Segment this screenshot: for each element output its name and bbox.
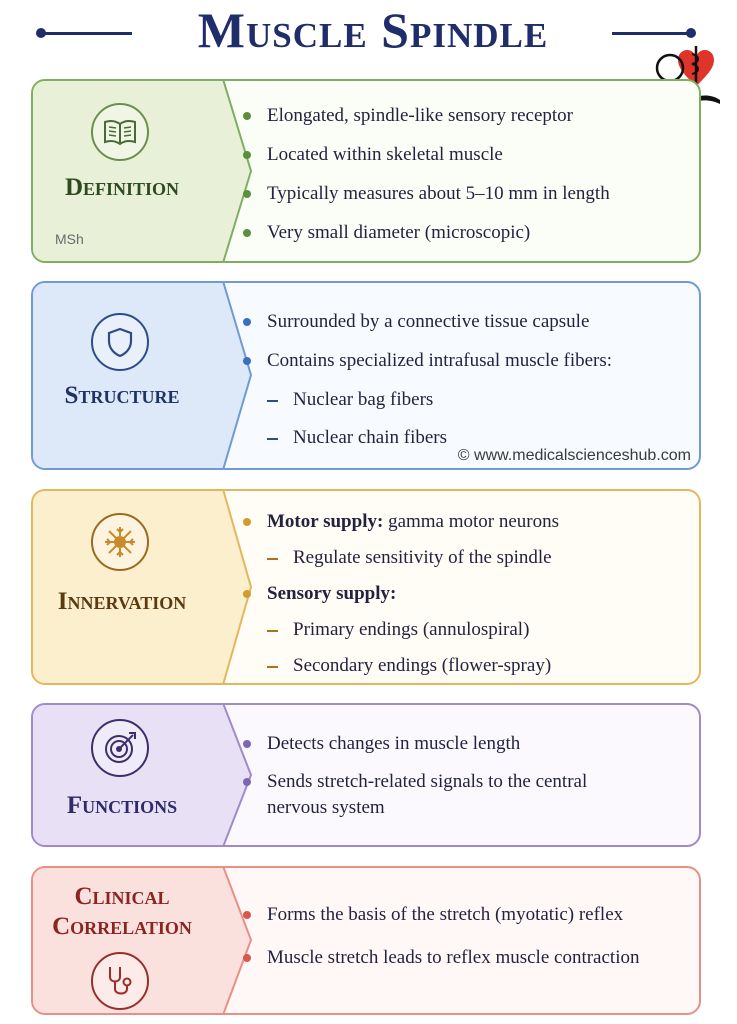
- target-icon: [91, 719, 149, 777]
- definition-list: Elongated, spindle-like sensory receptor…: [241, 103, 689, 246]
- list-item: Sends stretch-related signals to the cen…: [241, 769, 647, 821]
- definition-header: Definition MSh: [33, 81, 253, 261]
- clinical-label-line2: Correlation: [52, 913, 192, 940]
- structure-header: Structure: [33, 283, 253, 468]
- clinical-chevron-shape: [33, 868, 253, 1013]
- list-item: Elongated, spindle-like sensory receptor: [241, 103, 689, 129]
- clinical-list: Forms the basis of the stretch (myotatic…: [241, 902, 689, 971]
- list-item: Located within skeletal muscle: [241, 142, 689, 168]
- list-item: Typically measures about 5–10 mm in leng…: [241, 181, 689, 207]
- book-icon: [91, 103, 149, 161]
- title-rule-dot-right: [686, 28, 696, 38]
- structure-label: Structure: [64, 382, 180, 409]
- clinical-label-line1: Clinical: [74, 883, 170, 910]
- clinical-card: Clinical Correlation Forms the basis of …: [31, 866, 701, 1015]
- neuron-icon: [91, 513, 149, 571]
- shield-icon: [91, 313, 149, 371]
- definition-label: Definition: [64, 174, 180, 201]
- list-item: Surrounded by a connective tissue capsul…: [241, 309, 689, 335]
- definition-card: Definition MSh Elongated, spindle-like s…: [31, 79, 701, 263]
- clinical-header: Clinical Correlation: [33, 868, 253, 1013]
- sub-list-item: Nuclear chain fibers: [241, 425, 689, 451]
- list-item: Forms the basis of the stretch (myotatic…: [241, 902, 689, 928]
- sub-list-item: Nuclear bag fibers: [241, 387, 689, 413]
- functions-chevron-shape: [33, 705, 253, 845]
- functions-list: Detects changes in muscle length Sends s…: [241, 731, 689, 821]
- credit-text: © www.medicalscienceshub.com: [457, 447, 691, 464]
- motor-supply-label: Motor supply:: [267, 511, 384, 532]
- structure-card: Structure Surrounded by a connective tis…: [31, 281, 701, 470]
- functions-header: Functions: [33, 705, 253, 845]
- sub-list-item: Regulate sensitivity of the spindle: [241, 545, 689, 571]
- list-item: Detects changes in muscle length: [241, 731, 689, 757]
- innervation-card: Innervation Motor supply: gamma motor ne…: [31, 489, 701, 685]
- sub-list-item: Secondary endings (flower-spray): [241, 653, 689, 679]
- structure-list: Surrounded by a connective tissue capsul…: [241, 309, 689, 451]
- innervation-header: Innervation: [33, 491, 253, 683]
- innervation-list: Motor supply: gamma motor neurons Regula…: [241, 509, 689, 679]
- list-item: Muscle stretch leads to reflex muscle co…: [241, 945, 689, 971]
- list-item: Very small diameter (microscopic): [241, 220, 689, 246]
- list-item: Contains specialized intrafusal muscle f…: [241, 348, 689, 374]
- title-rule-right: [612, 32, 690, 35]
- functions-card: Functions Detects changes in muscle leng…: [31, 703, 701, 847]
- motor-supply-text: gamma motor neurons: [383, 511, 560, 532]
- header: Muscle Spindle: [0, 0, 737, 66]
- functions-label: Functions: [66, 792, 178, 819]
- stethoscope-icon: [91, 952, 149, 1010]
- title-rule-dot-left: [36, 28, 46, 38]
- innervation-label: Innervation: [57, 588, 187, 615]
- list-item: Sensory supply:: [241, 581, 689, 607]
- list-item: Motor supply: gamma motor neurons: [241, 509, 689, 535]
- innervation-chevron-shape: [33, 491, 253, 683]
- watermark-text: MSh: [55, 231, 84, 247]
- title-rule-left: [40, 32, 132, 35]
- definition-chevron-shape: [33, 81, 253, 261]
- sub-list-item: Primary endings (annulospiral): [241, 617, 689, 643]
- page-title: Muscle Spindle: [197, 2, 549, 58]
- structure-chevron-shape: [33, 283, 253, 468]
